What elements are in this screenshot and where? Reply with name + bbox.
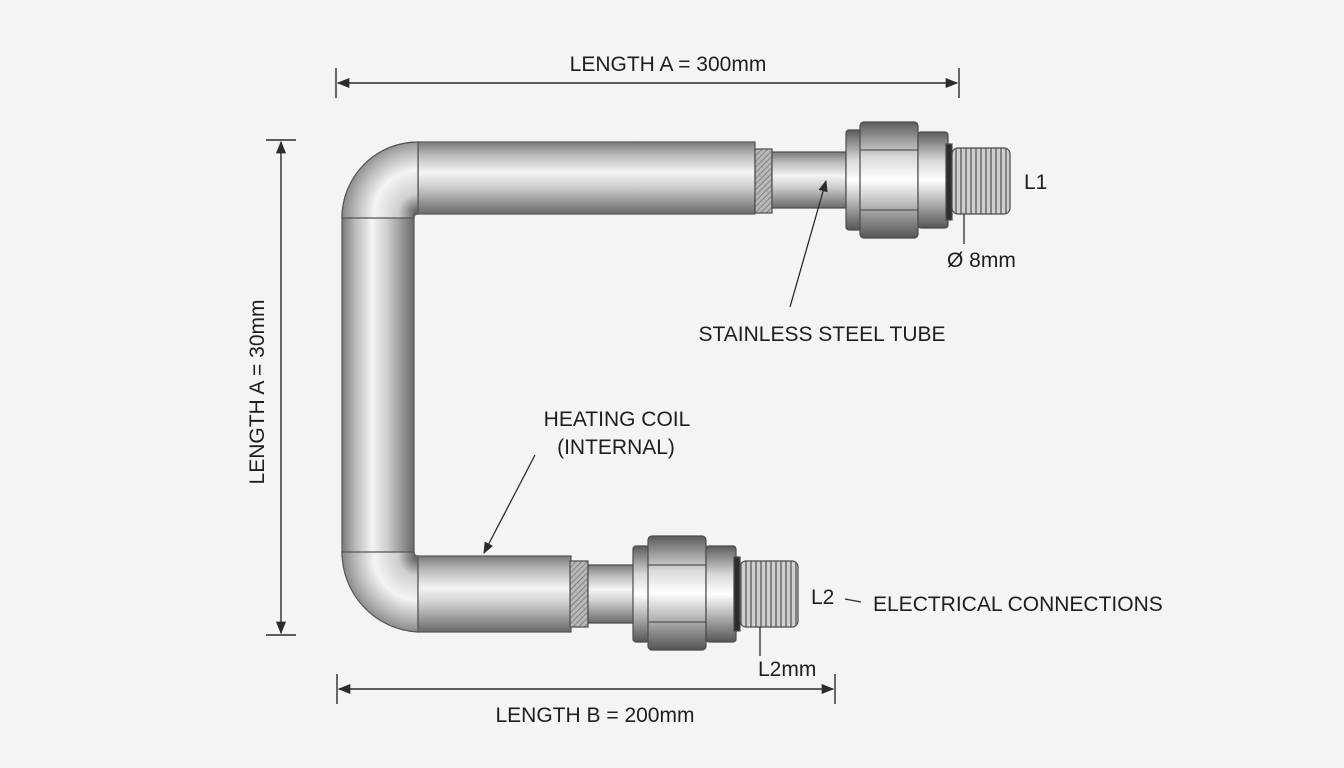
diameter-label: Ø 8mm	[947, 249, 1016, 272]
bottom-fitting	[569, 535, 799, 651]
tube-top-segment	[417, 141, 756, 215]
top-hatch-collar	[754, 148, 773, 214]
stainless-tube-label: STAINLESS STEEL TUBE	[698, 323, 945, 346]
top-fitting	[754, 121, 1011, 239]
length-a-top-label: LENGTH A = 300mm	[570, 53, 767, 76]
tube-vertical-segment	[341, 213, 415, 557]
u-tube	[341, 141, 756, 633]
bottom-neck-tube	[587, 564, 635, 624]
electrical-connections-leader	[844, 598, 862, 603]
bottom-hatch-collar	[569, 560, 589, 628]
heating-coil-sublabel: (INTERNAL)	[557, 436, 675, 459]
l2mm-label: L2mm	[758, 658, 816, 681]
electrical-connections-label: ELECTRICAL CONNECTIONS	[873, 593, 1163, 616]
dimension-length-b	[336, 674, 836, 704]
bottom-threaded-end	[739, 560, 799, 628]
tube-bottom-segment	[417, 555, 572, 633]
top-hex-nut	[859, 121, 919, 239]
stainless-tube-leader	[789, 179, 828, 308]
l2-label: L2	[811, 586, 834, 609]
tube-bottom-bend	[341, 551, 419, 633]
l1-label: L1	[1024, 171, 1047, 194]
dimension-length-a-side	[266, 139, 296, 636]
heating-coil-label: HEATING COIL	[544, 408, 691, 431]
heating-coil-leader	[483, 454, 536, 555]
length-b-label: LENGTH B = 200mm	[496, 704, 695, 727]
bottom-hex-nut	[647, 535, 707, 651]
length-a-side-label: LENGTH A = 30mm	[246, 300, 269, 485]
top-threaded-end	[951, 147, 1011, 215]
top-neck-tube	[771, 151, 847, 209]
dimension-length-a-top	[335, 68, 960, 98]
